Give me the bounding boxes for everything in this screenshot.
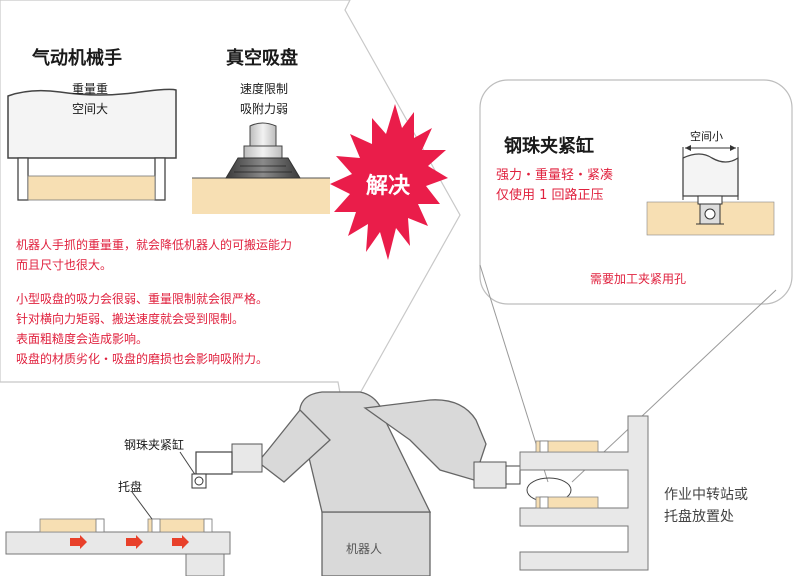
tray-leader-line bbox=[131, 491, 153, 520]
gripper-note-weight: 重量重 bbox=[72, 82, 109, 96]
hole-requirement: 需要加工夹紧用孔 bbox=[590, 272, 687, 286]
gripper-illustration bbox=[7, 88, 177, 201]
space-small-label: 空间小 bbox=[690, 130, 723, 143]
ball-clamp-circuit: 仅使用 1 回路正压 bbox=[496, 188, 604, 203]
clamp-callout-label: 钢珠夹紧缸 bbox=[124, 438, 185, 452]
tray-label: 托盘 bbox=[118, 480, 143, 494]
vacuum-cup-illustration bbox=[192, 122, 330, 214]
vacuum-title: 真空吸盘 bbox=[226, 48, 298, 69]
problem-1-line-2: 而且尺寸也很大。 bbox=[16, 258, 113, 272]
ball-clamp-title: 钢珠夹紧缸 bbox=[504, 136, 594, 157]
ball-clamp-illustration bbox=[646, 145, 775, 236]
burst-label: 解决 bbox=[366, 174, 411, 199]
conveyor-direction-arrows bbox=[70, 535, 189, 549]
problem-2-line-4: 吸盘的材质劣化・吸盘的磨损也会影响吸附力。 bbox=[16, 352, 269, 366]
station-label-line-2: 托盘放置处 bbox=[664, 509, 734, 525]
station-rack bbox=[519, 415, 649, 571]
problem-2-line-3: 表面粗糙度会造成影响。 bbox=[16, 332, 149, 346]
robot-arm bbox=[191, 391, 521, 576]
right-panel bbox=[479, 79, 793, 305]
gripper-title: 气动机械手 bbox=[32, 48, 122, 69]
vacuum-note-speed: 速度限制 bbox=[240, 82, 289, 96]
solution-burst bbox=[330, 104, 448, 260]
gripper-note-space: 空间大 bbox=[72, 102, 109, 116]
robot-label: 机器人 bbox=[346, 542, 383, 556]
problem-2-line-1: 小型吸盘的吸力会很弱、重量限制就会很严格。 bbox=[16, 292, 269, 306]
ball-clamp-features: 强力・重量轻・紧凑 bbox=[496, 168, 614, 183]
problem-2-line-2: 针对横向力矩弱、搬送速度就会受到限制。 bbox=[16, 312, 245, 326]
vacuum-note-force: 吸附力弱 bbox=[240, 102, 289, 116]
problem-1-line-1: 机器人手抓的重量重，就会降低机器人的可搬运能力 bbox=[16, 238, 293, 252]
clamp-leader-line bbox=[179, 451, 197, 477]
station-label-line-1: 作业中转站或 bbox=[664, 487, 748, 503]
conveyor bbox=[5, 518, 231, 576]
